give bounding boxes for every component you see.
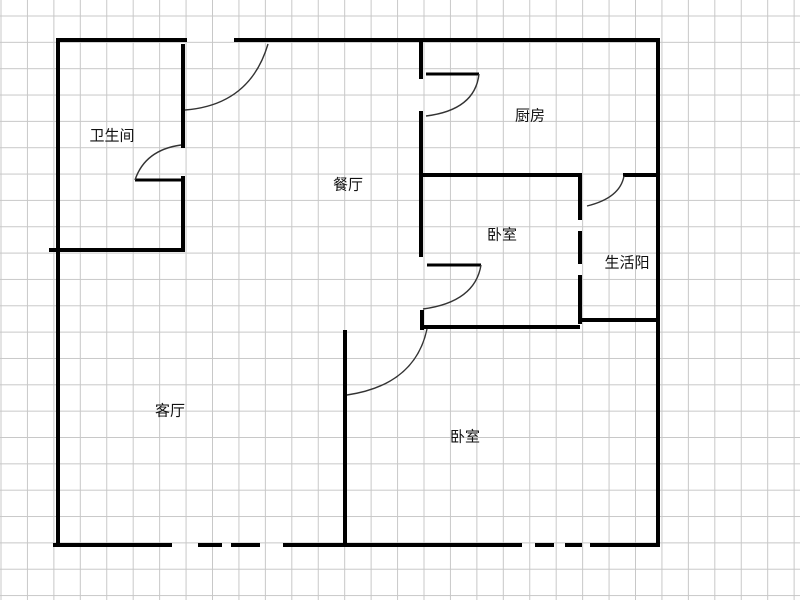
room-label-dining: 餐厅 — [332, 175, 364, 194]
room-label-bathroom: 卫生间 — [89, 126, 135, 145]
small-bedroom-door — [422, 263, 482, 310]
room-label-main-bedroom: 卧室 — [449, 427, 481, 446]
bathroom-walls — [49, 44, 185, 252]
room-label-living-room: 客厅 — [154, 401, 186, 420]
room-label-utility-balcony: 生活阳 — [604, 253, 650, 272]
room-label-kitchen: 厨房 — [514, 106, 546, 125]
entry-door — [181, 43, 269, 118]
kitchen-walls — [419, 41, 660, 257]
main-bedroom-door — [346, 328, 428, 396]
bathroom-door — [134, 144, 182, 182]
room-label-small-bedroom: 卧室 — [486, 225, 518, 244]
kitchen-door — [425, 72, 480, 117]
balcony-door — [586, 175, 625, 207]
outer-walls — [53, 38, 660, 547]
small-bedroom-walls — [420, 173, 657, 330]
